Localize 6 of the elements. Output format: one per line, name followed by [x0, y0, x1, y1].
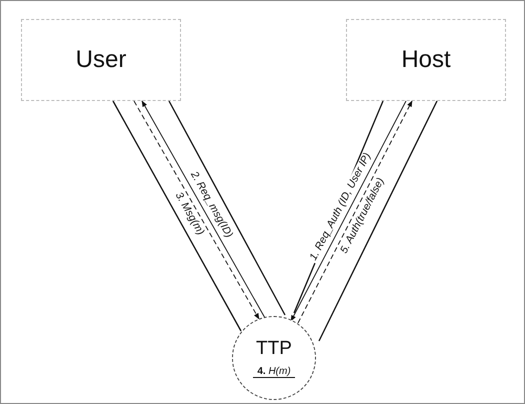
node-title: TTP: [256, 338, 292, 360]
party-box: [21, 19, 181, 101]
node-title: Host: [401, 46, 451, 74]
node-note: 4. H(m): [253, 366, 295, 378]
node-title: User: [76, 46, 126, 74]
party-box: [346, 19, 506, 101]
